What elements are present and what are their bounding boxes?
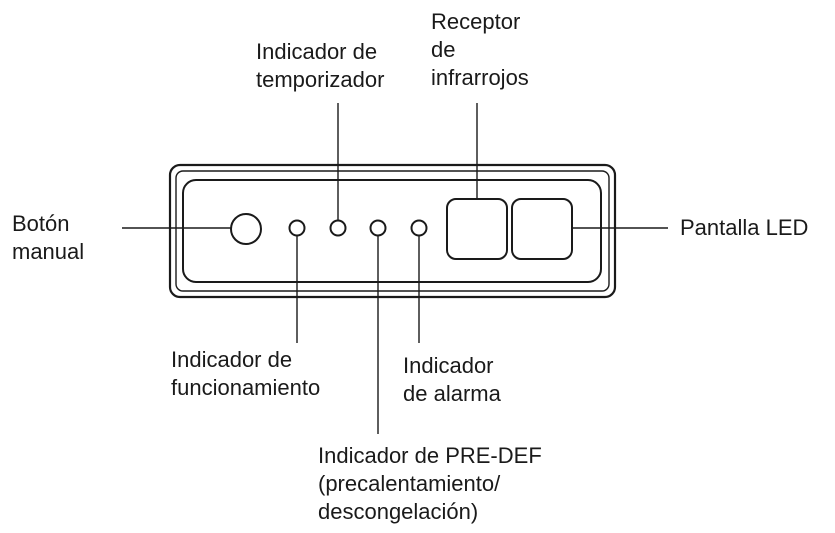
ir-receiver-window (446, 198, 508, 260)
label-operation-indicator: Indicador de funcionamiento (171, 347, 321, 400)
label-predef-indicator: Indicador de PRE-DEF (precalentamiento/ … (318, 443, 542, 524)
predef-led (369, 219, 387, 237)
operation-led (288, 219, 306, 237)
label-led-display: Pantalla LED (680, 215, 809, 240)
led-display-window (511, 198, 573, 260)
panel-housing-inner (175, 170, 610, 292)
timer-led (329, 219, 347, 237)
panel-housing-outer (168, 163, 617, 299)
label-ir-receiver: Receptor de infrarrojos (431, 9, 529, 90)
panel-front-plate (182, 179, 602, 283)
label-timer-indicator: Indicador de temporizador (256, 39, 385, 92)
manual-button-shape (230, 213, 262, 245)
label-manual-button: Botón manual (12, 211, 85, 264)
alarm-led (410, 219, 428, 237)
label-alarm-indicator: Indicador de alarma (403, 353, 501, 406)
